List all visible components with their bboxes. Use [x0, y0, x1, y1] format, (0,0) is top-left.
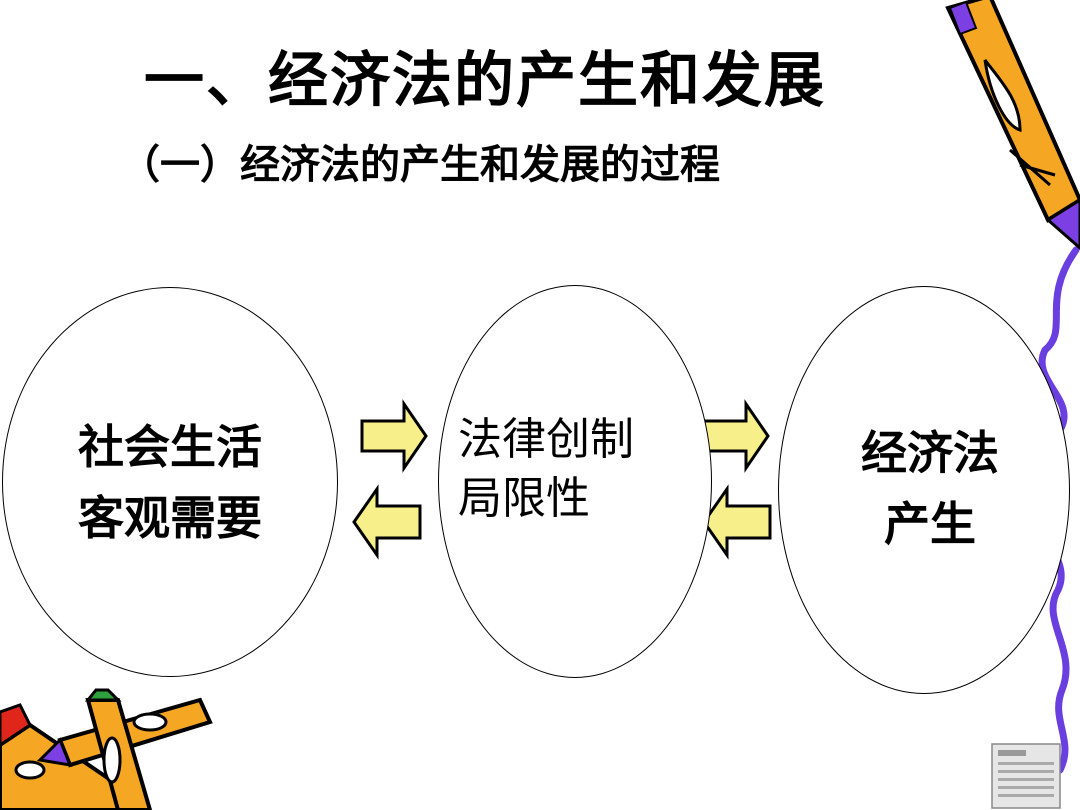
- node-ellipse-economic-law: [778, 286, 1070, 694]
- arrow-right-1: [360, 399, 428, 473]
- node-text-line: 客观需要: [78, 491, 262, 546]
- arrow-left-1: [352, 484, 422, 560]
- node-text-social-needs: 社会生活 客观需要: [40, 412, 300, 555]
- node-text-economic-law: 经济法 产生: [815, 418, 1045, 561]
- node-text-line: 经济法: [861, 426, 999, 480]
- crayon-bottom-left-icon: [0, 688, 213, 810]
- newspaper-icon: [991, 743, 1061, 809]
- crayon-top-right-icon: [945, 0, 1080, 250]
- page-subtitle: （一）经济法的产生和发展的过程: [120, 142, 720, 188]
- node-text-line: 局限性: [458, 473, 590, 525]
- arrow-left-2: [702, 484, 772, 560]
- node-ellipse-social-needs: [2, 287, 338, 677]
- node-text-line: 社会生活: [78, 420, 262, 474]
- node-text-line: 法律创制: [458, 414, 634, 465]
- node-text-line: 产生: [884, 497, 976, 552]
- node-text-law-limitations: 法律创制 局限性: [458, 410, 688, 529]
- page-title: 一、经济法的产生和发展: [144, 46, 826, 116]
- arrow-right-2: [700, 399, 770, 473]
- node-ellipse-law-limitations: [438, 285, 712, 678]
